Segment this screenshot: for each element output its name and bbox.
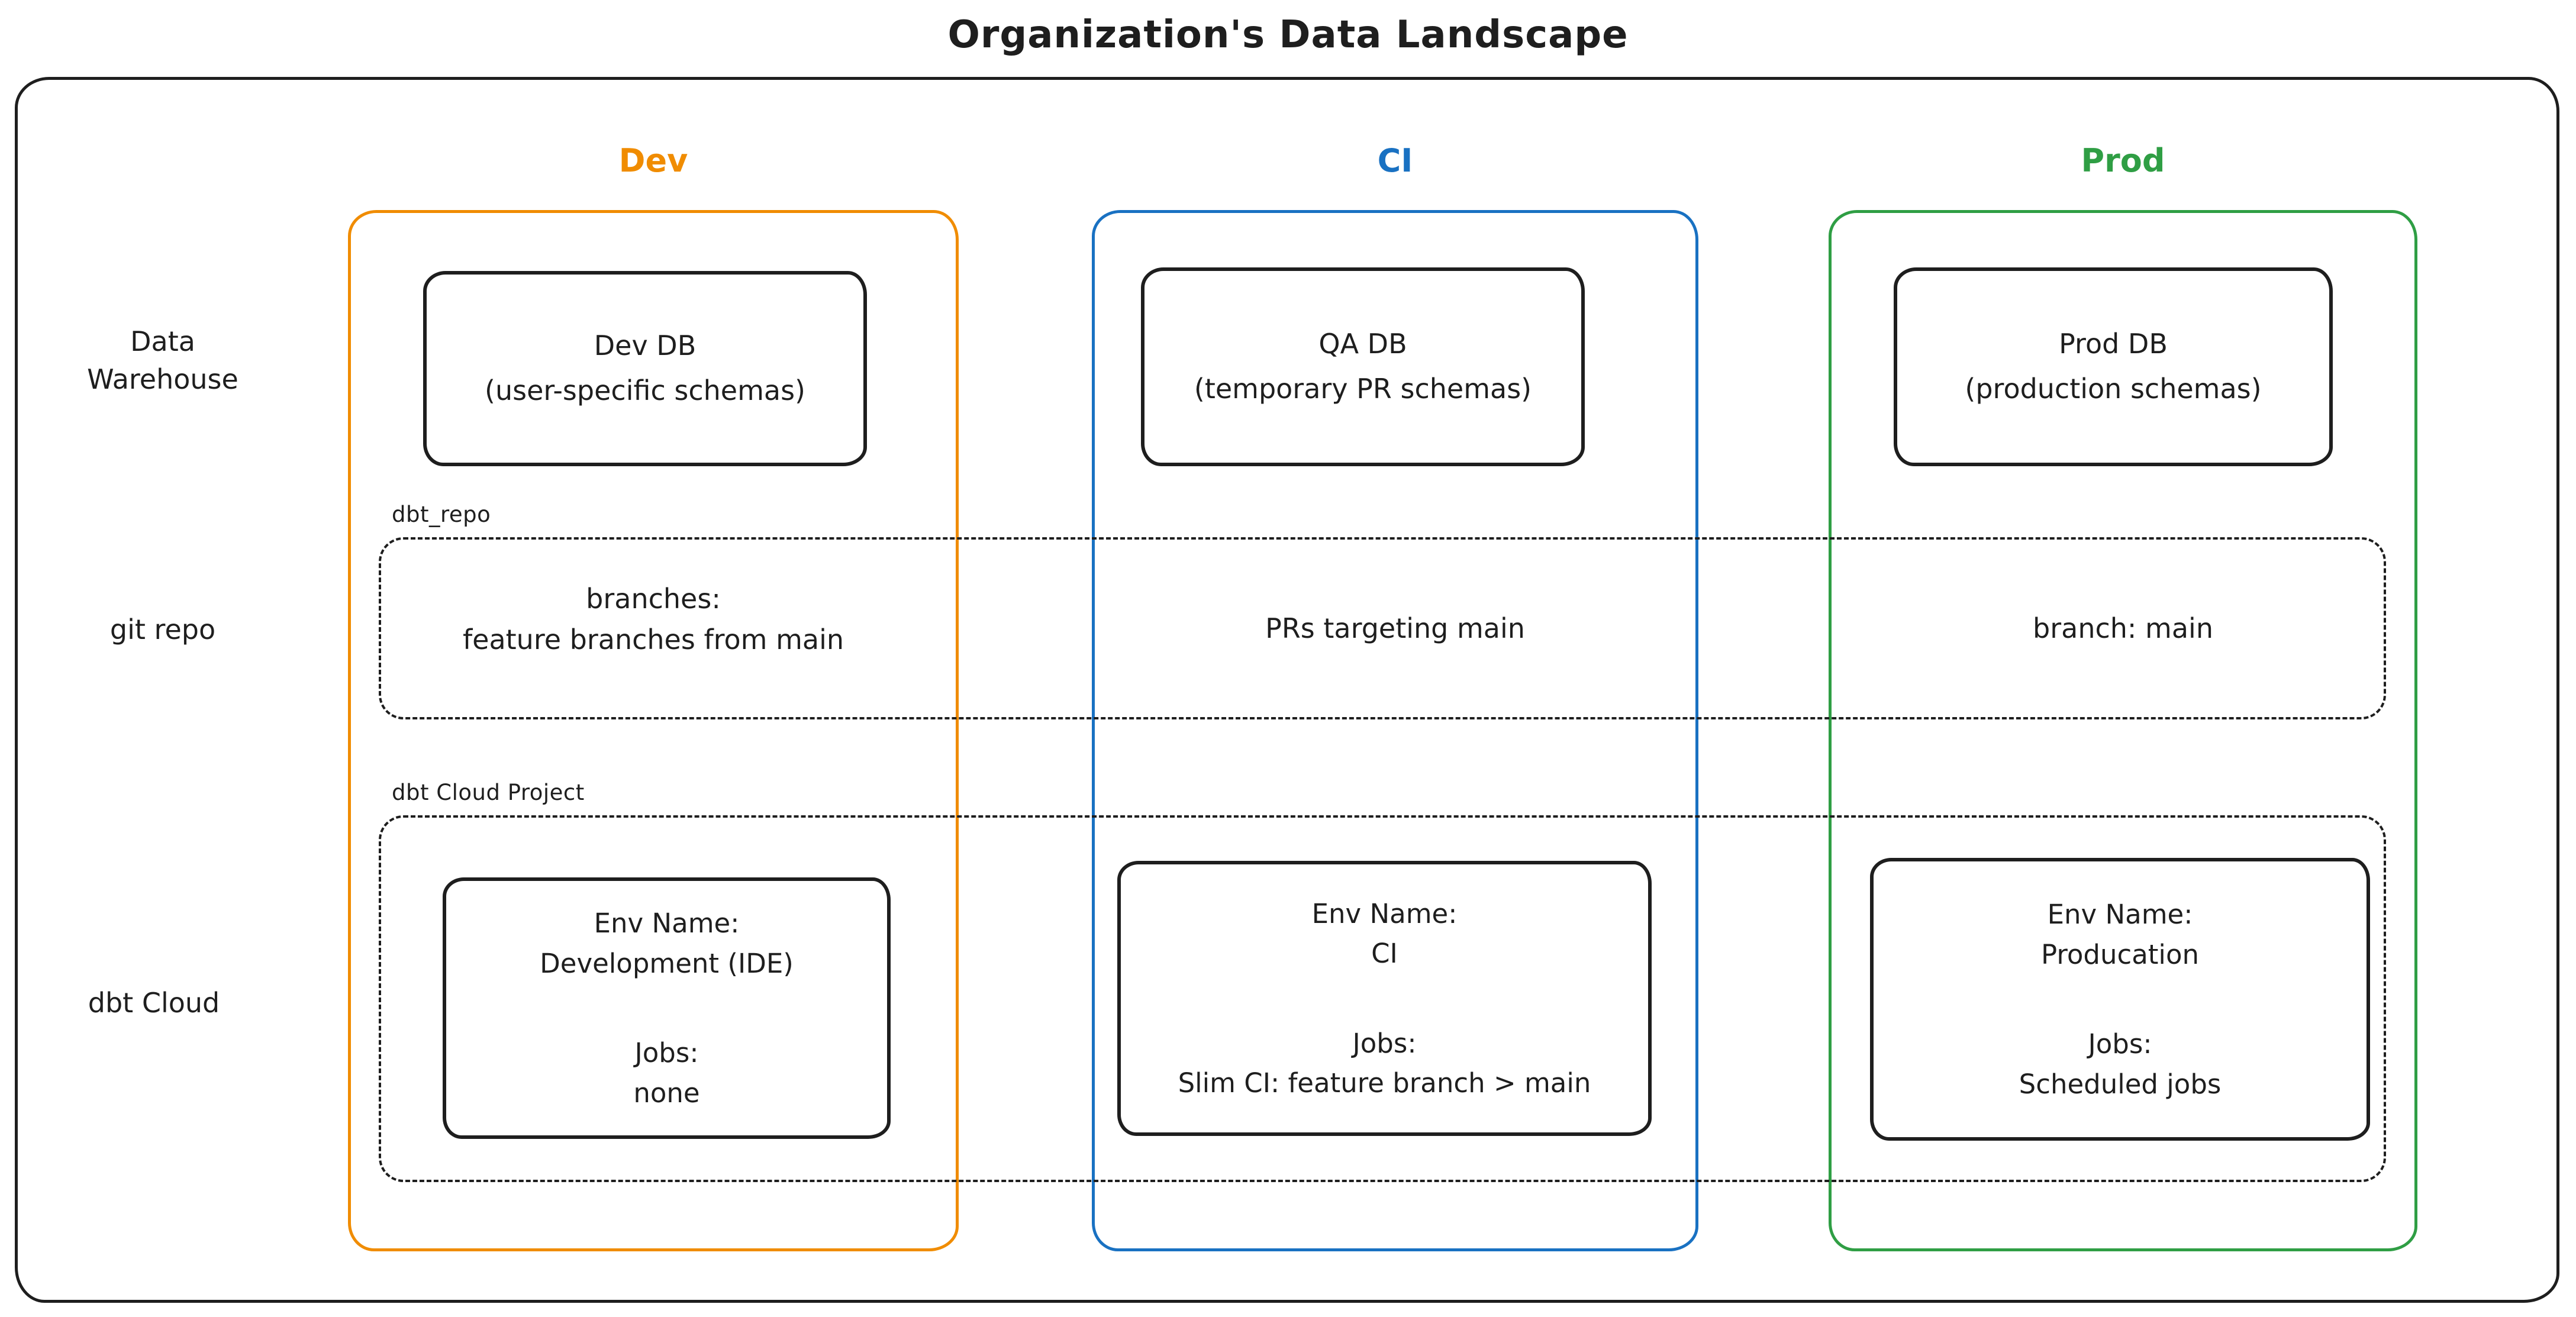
- prod-db-title: Prod DB: [2059, 328, 2168, 360]
- dev-db-node: Dev DB (user-specific schemas): [423, 271, 867, 466]
- column-lane-dev: [348, 210, 959, 1251]
- git-repo-dev-text: branches: feature branches from main: [462, 583, 844, 656]
- qa-db-node: QA DB (temporary PR schemas): [1141, 267, 1585, 466]
- dev-env-name: Development (IDE): [540, 947, 794, 979]
- ci-jobs-label: Jobs:: [1352, 1027, 1417, 1059]
- ci-env-name: CI: [1371, 938, 1398, 969]
- ci-jobs-value: Slim CI: feature branch > main: [1178, 1067, 1591, 1099]
- git-repo-ci-text: PRs targeting main: [1265, 612, 1525, 644]
- page-title: Organization's Data Landscape: [947, 13, 1629, 57]
- row-label-dbt-cloud: dbt Cloud: [88, 987, 220, 1019]
- ci-env-label: Env Name:: [1311, 898, 1458, 929]
- row-label-data-warehouse: Data Warehouse: [87, 325, 238, 396]
- dev-db-subtitle: (user-specific schemas): [485, 375, 805, 406]
- prod-environment-node: Env Name: Producation Jobs: Scheduled jo…: [1870, 858, 2370, 1141]
- dbt-repo-label: dbt_repo: [392, 502, 491, 527]
- dbt-repo-container: [379, 537, 2386, 719]
- dev-db-title: Dev DB: [594, 330, 697, 362]
- ci-environment-node: Env Name: CI Jobs: Slim CI: feature bran…: [1117, 861, 1652, 1136]
- column-lane-prod: [1829, 210, 2417, 1251]
- prod-jobs-label: Jobs:: [2088, 1028, 2152, 1060]
- dbt-cloud-project-label: dbt Cloud Project: [392, 780, 585, 805]
- dev-jobs-value: none: [633, 1077, 700, 1109]
- qa-db-subtitle: (temporary PR schemas): [1194, 373, 1532, 405]
- prod-env-name: Producation: [2041, 938, 2199, 970]
- prod-db-node: Prod DB (production schemas): [1894, 267, 2333, 466]
- row-label-git-repo: git repo: [109, 614, 216, 645]
- dbt-cloud-project-container: [379, 815, 2386, 1182]
- dev-jobs-label: Jobs:: [634, 1037, 699, 1069]
- column-header-dev: Dev: [618, 142, 688, 179]
- dev-environment-node: Env Name: Development (IDE) Jobs: none: [443, 877, 891, 1139]
- column-header-prod: Prod: [2081, 142, 2165, 179]
- column-lane-ci: [1092, 210, 1698, 1251]
- prod-jobs-value: Scheduled jobs: [2019, 1068, 2222, 1100]
- prod-db-subtitle: (production schemas): [1965, 373, 2262, 405]
- outer-container: [15, 77, 2559, 1303]
- qa-db-title: QA DB: [1318, 328, 1407, 360]
- git-repo-prod-text: branch: main: [2033, 612, 2213, 644]
- prod-env-label: Env Name:: [2047, 899, 2193, 930]
- column-header-ci: CI: [1377, 142, 1413, 179]
- dev-env-label: Env Name:: [594, 908, 740, 939]
